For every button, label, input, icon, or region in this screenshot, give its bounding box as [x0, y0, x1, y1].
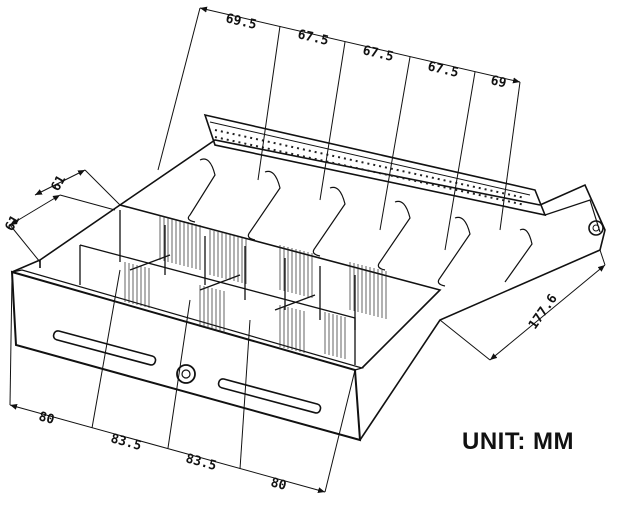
dim-left-lower: 61: [2, 213, 23, 234]
dim-bottom-4: 80: [269, 475, 288, 494]
dim-top-3: 67.5: [361, 43, 395, 65]
coin-compartments: [79, 210, 356, 365]
right-handle-slot: [217, 378, 322, 414]
dim-top-4: 67.5: [426, 59, 460, 81]
lock-icon: [176, 364, 196, 384]
dim-top-5: 69: [489, 73, 508, 91]
side-knob-icon: [588, 220, 604, 236]
dim-top-1: 69.5: [224, 11, 258, 33]
dim-bottom-3: 83.5: [184, 451, 218, 474]
dim-bottom-2: 83.5: [109, 431, 143, 454]
dim-bottom-1: 80: [37, 409, 56, 428]
dim-side-depth: 177.6: [526, 291, 561, 332]
dim-left-upper: 61: [48, 173, 69, 194]
dim-top-2: 67.5: [296, 27, 330, 49]
divider-hatching: [124, 215, 387, 359]
drawer-body: [10, 113, 606, 442]
left-handle-slot: [52, 330, 157, 366]
rear-plate-perforations: [214, 129, 526, 206]
bill-clips: [187, 158, 533, 287]
unit-label: UNIT: MM: [462, 428, 574, 455]
drawer-front-details: [52, 220, 604, 414]
dimension-lines: [9, 6, 606, 494]
